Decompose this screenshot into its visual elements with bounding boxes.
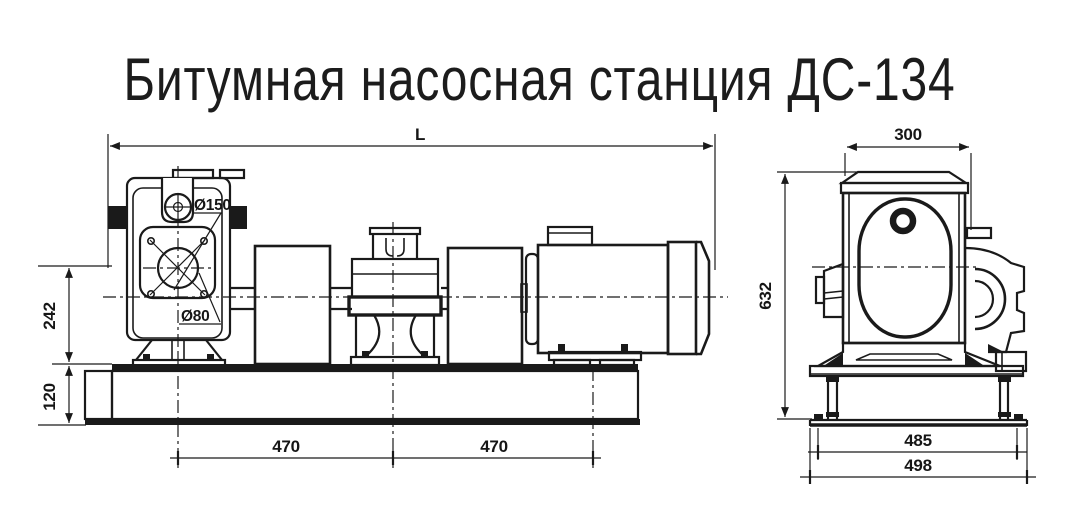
dim-label-300: 300 [894,125,921,144]
dim-label-242: 242 [40,302,59,329]
pipe-stub-right [230,206,247,229]
drawing-title: Битумная насосная станция ДС-134 [123,46,956,113]
pedestal-front [808,341,1025,378]
cover-oval [857,197,953,339]
terminal-box [546,225,594,247]
base-frame [83,352,640,468]
front-view: 300 632 [756,125,1036,484]
dim-heights: 242 120 [38,265,112,426]
frame-supports-front [808,376,1029,427]
pipe-stub-left [108,206,127,229]
dim-label-120: 120 [40,383,59,410]
coupling-guard-1 [253,244,332,366]
filler-plug [889,207,917,235]
dim-label-485: 485 [904,431,931,450]
dim-label-470-left: 470 [272,437,299,456]
dim-overall-height: 632 [756,171,862,420]
bracket-left [814,262,845,319]
pump-housing: Ø150 Ø80 [108,166,247,367]
dim-label-632: 632 [756,282,775,309]
dim-bolt-span: 485 [808,428,1027,460]
bearing-pedestal [347,222,443,468]
pump-housing-front [812,170,977,345]
dim-body-width: 300 [844,125,972,230]
dim-label-L: L [415,125,425,144]
dim-overall-length: L [107,125,716,270]
dim-label-d80: Ø80 [181,308,209,325]
side-view: L 242 120 [38,125,728,468]
dim-label-d150: Ø150 [194,197,231,214]
dim-label-470-right: 470 [480,437,507,456]
motor-end-profile [964,226,1028,373]
dim-base-width: 498 [800,428,1036,484]
bearing-block [347,295,443,317]
electric-motor [524,225,711,367]
motor-body [536,243,670,355]
dim-mount-spacing: 470 470 [170,437,601,465]
coupling-guard-2 [446,246,524,366]
dim-label-498: 498 [904,456,931,475]
